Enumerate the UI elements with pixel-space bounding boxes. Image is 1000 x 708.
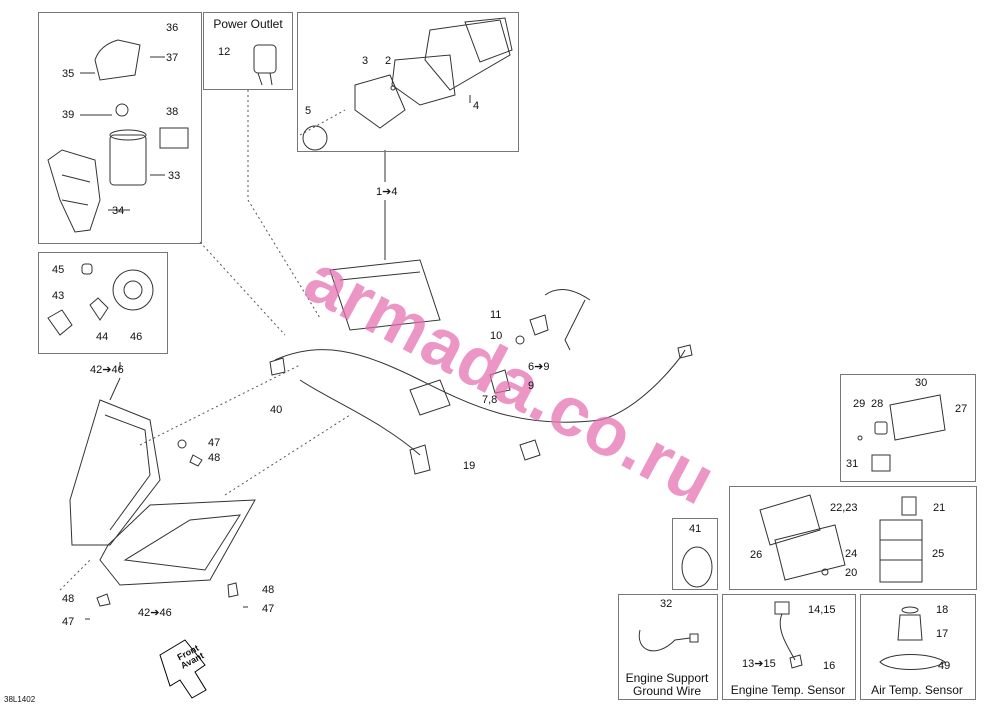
callout-19: 19 xyxy=(463,460,476,472)
callout-1-4: 1➔4 xyxy=(376,186,398,198)
callout-5: 5 xyxy=(305,105,312,117)
power-outlet-title: Power Outlet xyxy=(213,17,283,31)
ring-art xyxy=(681,546,713,588)
callout-29: 29 xyxy=(853,398,866,410)
callout-49: 49 xyxy=(938,660,951,672)
fuel-pump-box xyxy=(38,12,202,244)
gauge-cluster-art xyxy=(302,17,513,151)
callout-30: 30 xyxy=(915,377,928,389)
engine-support-box xyxy=(618,594,718,700)
reference-code: 38L1402 xyxy=(4,695,36,704)
air-temp-box xyxy=(860,594,976,700)
callout-32: 32 xyxy=(660,598,673,610)
engine-temp-title: Engine Temp. Sensor xyxy=(730,683,846,697)
headlight-bulb-art xyxy=(47,263,154,336)
callout-35: 35 xyxy=(62,68,75,80)
bracket-art xyxy=(857,394,946,472)
callout-14-15: 14,15 xyxy=(808,604,836,616)
wiring-harness-art xyxy=(269,259,693,475)
callout-34: 34 xyxy=(112,205,125,217)
gauge-cluster-box xyxy=(297,12,519,152)
callout-26: 26 xyxy=(750,549,763,561)
engine-temp-box xyxy=(722,594,856,700)
callout-42-46-bottom: 42➔46 xyxy=(138,607,172,619)
callout-28: 28 xyxy=(871,398,884,410)
callout-10: 10 xyxy=(490,330,503,342)
engine-support-title-line1: Engine Support xyxy=(625,671,709,685)
callout-22-23: 22,23 xyxy=(830,502,858,514)
front-arrow-icon xyxy=(159,639,207,699)
callout-44: 44 xyxy=(96,331,109,343)
bracket-box xyxy=(840,374,976,482)
callout-12: 12 xyxy=(218,46,231,58)
callout-39: 39 xyxy=(62,109,75,121)
air-temp-title: Air Temp. Sensor xyxy=(871,683,963,697)
ring-box xyxy=(672,518,718,590)
callout-13-15: 13➔15 xyxy=(742,658,776,670)
callout-21: 21 xyxy=(933,502,946,514)
callout-37: 37 xyxy=(166,52,179,64)
callout-47-b: 47 xyxy=(62,616,75,628)
callout-47-c: 47 xyxy=(262,603,275,615)
callout-42-46-top: 42➔46 xyxy=(90,364,124,376)
callout-11: 11 xyxy=(490,309,502,321)
callout-47-a: 47 xyxy=(208,437,221,449)
callout-48-b: 48 xyxy=(62,593,75,605)
callout-36: 36 xyxy=(166,22,179,34)
callout-48-a: 48 xyxy=(208,452,221,464)
fuse-box-art xyxy=(759,494,923,583)
power-outlet-box xyxy=(203,12,293,90)
callout-20: 20 xyxy=(845,567,858,579)
callout-41: 41 xyxy=(689,523,702,535)
callout-38: 38 xyxy=(166,106,179,118)
callout-40: 40 xyxy=(270,404,283,416)
engine-temp-sensor-art xyxy=(774,601,803,669)
headlight-housing-art xyxy=(69,399,256,620)
callout-18: 18 xyxy=(936,604,949,616)
fuse-box-box xyxy=(729,486,977,590)
callout-27: 27 xyxy=(955,403,968,415)
leader-lines xyxy=(59,90,351,591)
callout-24: 24 xyxy=(845,548,858,560)
callout-6-9: 6➔9 xyxy=(528,361,550,373)
fuel-pump-assembly-art xyxy=(47,39,189,233)
callout-9: 9 xyxy=(528,380,535,392)
power-outlet-art xyxy=(253,44,277,86)
callout-33: 33 xyxy=(168,170,181,182)
callout-3: 3 xyxy=(362,55,369,67)
air-temp-sensor-art xyxy=(879,606,946,670)
callout-16: 16 xyxy=(823,660,836,672)
callout-45: 45 xyxy=(52,264,65,276)
ground-wire-art xyxy=(638,629,699,652)
callout-4: 4 xyxy=(473,100,480,112)
callout-43: 43 xyxy=(52,290,65,302)
callout-48-c: 48 xyxy=(262,584,275,596)
callout-25: 25 xyxy=(932,548,945,560)
callout-17: 17 xyxy=(936,628,949,640)
engine-support-title-line2: Ground Wire xyxy=(632,684,702,698)
callout-46: 46 xyxy=(130,331,143,343)
callout-2: 2 xyxy=(385,55,392,67)
headlight-bulb-box xyxy=(38,252,168,354)
callout-7-8: 7,8 xyxy=(482,394,498,406)
callout-31: 31 xyxy=(846,458,859,470)
